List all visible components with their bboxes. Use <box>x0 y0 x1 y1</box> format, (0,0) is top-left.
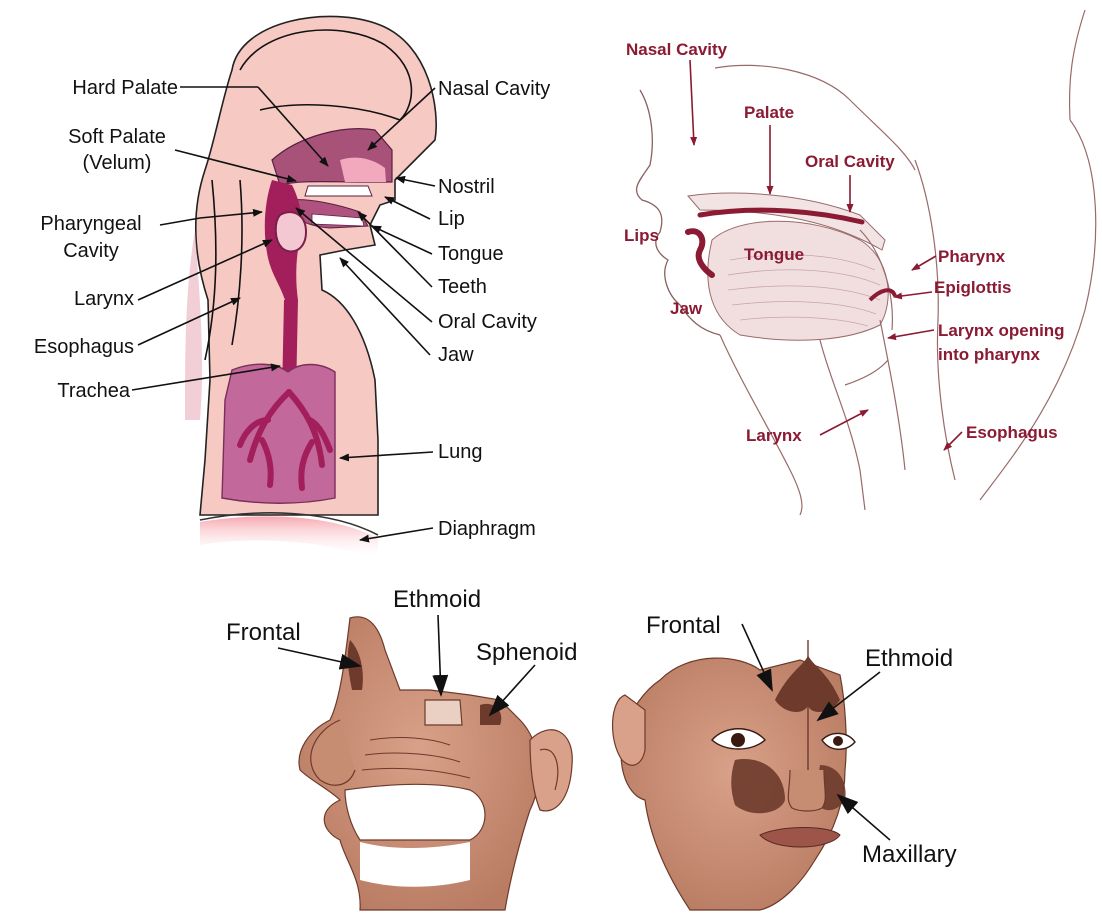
label-lips: Lips <box>624 226 659 245</box>
label-pharyngeal: Pharyngeal <box>40 213 141 235</box>
label-pharynx: Pharynx <box>938 247 1006 266</box>
label-nostril: Nostril <box>438 176 495 198</box>
label-larynx-opening: Larynx opening <box>938 321 1065 340</box>
label-tongue: Tongue <box>438 243 504 265</box>
back-of-head-outline <box>980 120 1096 500</box>
teeth-upper <box>305 186 372 196</box>
spine-outline <box>915 160 955 480</box>
back-of-head-upper <box>1070 10 1085 120</box>
label-jaw: Jaw <box>438 344 474 366</box>
front-nose <box>788 770 825 811</box>
label-maxillary: Maxillary <box>862 841 957 868</box>
respiratory-panel: Hard Palate Soft Palate (Velum) Pharynge… <box>34 16 550 560</box>
side-mouth <box>345 784 485 840</box>
label-esophagus: Esophagus <box>34 336 134 358</box>
label-lip: Lip <box>438 208 465 230</box>
label-epiglottis: Epiglottis <box>934 278 1011 297</box>
larynx-back-wall <box>880 320 905 470</box>
side-ear <box>530 730 572 811</box>
label-hard-palate: Hard Palate <box>72 77 178 99</box>
label-oral-cavity: Oral Cavity <box>438 311 537 333</box>
label-cavity: Cavity <box>63 240 119 262</box>
label-frontal-side: Frontal <box>226 619 301 646</box>
diaphragm-shade <box>200 516 378 560</box>
label-nasal-cavity: Nasal Cavity <box>438 78 550 100</box>
label-ethmoid-side: Ethmoid <box>393 586 481 613</box>
label-into-pharynx: into pharynx <box>938 345 1041 364</box>
larynx-front-wall <box>820 340 865 510</box>
side-jaw-white <box>360 842 470 887</box>
label-trachea: Trachea <box>57 380 131 402</box>
label-oral-cavity-2: Oral Cavity <box>805 152 895 171</box>
label-diaphragm: Diaphragm <box>438 518 536 540</box>
label-sphenoid: Sphenoid <box>476 639 577 666</box>
label-teeth: Teeth <box>438 276 487 298</box>
label-tongue-2: Tongue <box>744 245 804 264</box>
label-nasal-cavity-2: Nasal Cavity <box>626 40 728 59</box>
front-left-pupil <box>731 733 745 747</box>
lips-shape <box>688 231 712 275</box>
label-lung: Lung <box>438 441 483 463</box>
vocal-fold-line <box>845 360 888 385</box>
front-right-pupil <box>833 736 843 746</box>
vocal-tract-panel: Nasal Cavity Palate Oral Cavity Lips Ton… <box>624 10 1096 515</box>
neck-front <box>720 335 802 515</box>
label-soft-palate: Soft Palate <box>68 126 166 148</box>
epiglottis-shape <box>276 212 306 251</box>
label-ethmoid-front: Ethmoid <box>865 645 953 672</box>
label-frontal-front: Frontal <box>646 612 721 639</box>
label-esophagus-2: Esophagus <box>966 423 1058 442</box>
sinus-front-panel: Frontal Ethmoid Maxillary <box>613 612 957 910</box>
side-ethmoid-sinus <box>425 700 462 725</box>
sinus-side-panel: Ethmoid Frontal Sphenoid <box>226 586 577 910</box>
label-larynx-2: Larynx <box>746 426 802 445</box>
label-jaw-2: Jaw <box>670 299 703 318</box>
label-larynx: Larynx <box>74 288 134 310</box>
label-palate: Palate <box>744 103 794 122</box>
label-velum: (Velum) <box>83 152 152 174</box>
